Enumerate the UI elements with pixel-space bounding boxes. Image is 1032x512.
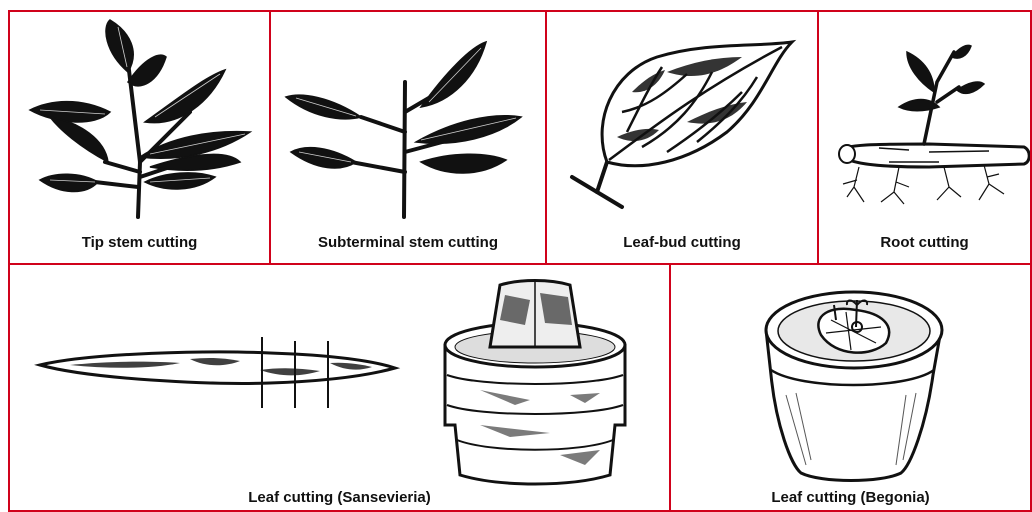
panel-subterminal-stem-cutting: Subterminal stem cutting <box>269 10 547 265</box>
caption-root-cutting: Root cutting <box>819 234 1030 251</box>
caption-tip-stem-cutting: Tip stem cutting <box>10 234 269 251</box>
caption-leaf-cutting-sansevieria: Leaf cutting (Sansevieria) <box>10 489 669 506</box>
panel-leaf-bud-cutting: Leaf-bud cutting <box>545 10 819 265</box>
tip-stem-cutting-illustration <box>10 12 271 265</box>
panel-leaf-cutting-begonia: Leaf cutting (Begonia) <box>669 263 1032 512</box>
subterminal-stem-cutting-illustration <box>271 12 547 265</box>
panel-leaf-cutting-sansevieria: Leaf cutting (Sansevieria) <box>8 263 671 512</box>
root-cutting-illustration <box>819 12 1032 265</box>
panel-root-cutting: Root cutting <box>817 10 1032 265</box>
leaf-bud-cutting-illustration <box>547 12 819 265</box>
panel-tip-stem-cutting: Tip stem cutting <box>8 10 271 265</box>
caption-leaf-bud-cutting: Leaf-bud cutting <box>547 234 817 251</box>
sansevieria-cutting-illustration <box>10 265 671 512</box>
caption-leaf-cutting-begonia: Leaf cutting (Begonia) <box>671 489 1030 506</box>
begonia-cutting-illustration <box>671 265 1032 512</box>
caption-subterminal-stem-cutting: Subterminal stem cutting <box>271 234 545 251</box>
